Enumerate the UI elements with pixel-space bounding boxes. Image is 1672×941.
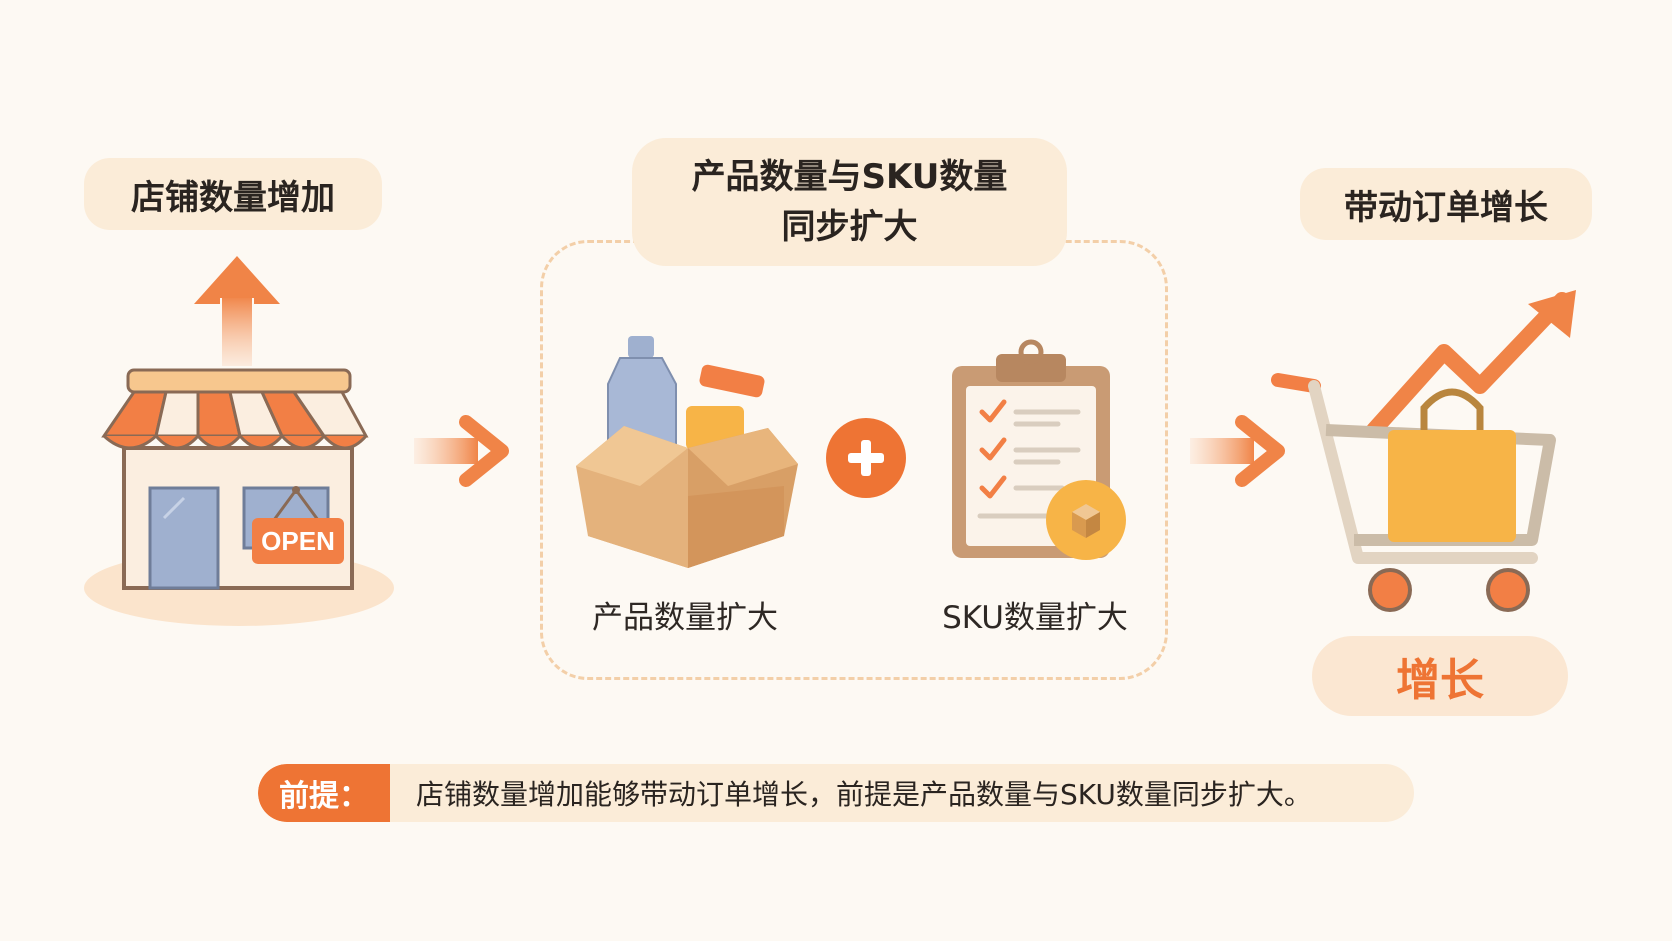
up-arrow-icon [194, 256, 280, 366]
sku-count-caption: SKU数量扩大 [942, 600, 1128, 636]
premise-tag: 前提： [258, 764, 390, 822]
store-icon: OPEN [84, 368, 394, 626]
right-arrow-icon [1190, 415, 1285, 487]
plus-icon [826, 418, 906, 498]
clipboard-icon [952, 339, 1126, 560]
premise-note: 前提： 店铺数量增加能够带动订单增长，前提是产品数量与SKU数量同步扩大。 [258, 764, 1414, 822]
products-sku-label: 产品数量与SKU数量 同步扩大 [632, 138, 1067, 266]
trend-arrow-icon [1366, 292, 1570, 438]
premise-text: 店铺数量增加能够带动订单增长，前提是产品数量与SKU数量同步扩大。 [416, 778, 1312, 811]
orders-growth-label: 带动订单增长 [1300, 168, 1592, 240]
right-arrow-icon [414, 415, 509, 487]
products-sku-label-line1: 产品数量与SKU数量 [691, 157, 1008, 197]
cart-icon [1271, 290, 1576, 612]
open-sign-text: OPEN [261, 526, 335, 556]
box-icon [576, 336, 798, 568]
products-sku-label-line2: 同步扩大 [781, 207, 918, 247]
product-count-caption: 产品数量扩大 [592, 600, 778, 636]
stores-increase-label: 店铺数量增加 [84, 158, 382, 230]
growth-badge: 增长 [1312, 636, 1568, 716]
